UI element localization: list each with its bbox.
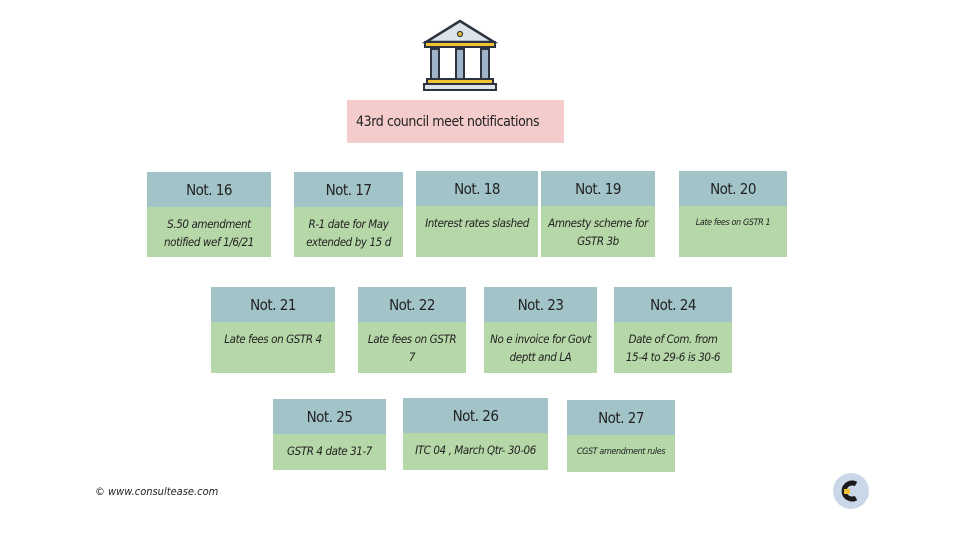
notification-description: ITC 04 , March Qtr- 30-06 bbox=[403, 433, 548, 470]
bank-building-icon bbox=[422, 19, 498, 91]
notification-number: Not. 18 bbox=[416, 171, 538, 206]
page-title: 43rd council meet notifications bbox=[347, 100, 564, 143]
copyright-footer: © www.consultease.com bbox=[95, 485, 219, 498]
notification-description: CGST amendment rules bbox=[567, 435, 675, 472]
notification-number: Not. 17 bbox=[294, 172, 403, 207]
notification-description: GSTR 4 date 31-7 bbox=[273, 434, 386, 470]
notification-number: Not. 27 bbox=[567, 400, 675, 435]
notification-number: Not. 21 bbox=[211, 287, 335, 322]
notification-number: Not. 20 bbox=[679, 171, 787, 206]
notification-number: Not. 26 bbox=[403, 398, 548, 433]
notification-description: R-1 date for May extended by 15 d bbox=[294, 207, 403, 257]
notification-description: S.50 amendment notified wef 1/6/21 bbox=[147, 207, 271, 257]
notification-description: No e invoice for Govt deptt and LA bbox=[484, 322, 597, 373]
notification-description: Date of Com. from 15-4 to 29-6 is 30-6 bbox=[614, 322, 732, 373]
consultease-logo-icon bbox=[833, 473, 869, 509]
notification-number: Not. 23 bbox=[484, 287, 597, 322]
notification-description: Amnesty scheme for GSTR 3b bbox=[541, 206, 655, 257]
notification-number: Not. 19 bbox=[541, 171, 655, 206]
notification-number: Not. 25 bbox=[273, 399, 386, 434]
notification-description: Interest rates slashed bbox=[416, 206, 538, 257]
notification-number: Not. 16 bbox=[147, 172, 271, 207]
notification-description: Late fees on GSTR 1 bbox=[679, 206, 787, 257]
notification-number: Not. 24 bbox=[614, 287, 732, 322]
notification-description: Late fees on GSTR 7 bbox=[358, 322, 466, 373]
notification-description: Late fees on GSTR 4 bbox=[211, 322, 335, 373]
notification-number: Not. 22 bbox=[358, 287, 466, 322]
